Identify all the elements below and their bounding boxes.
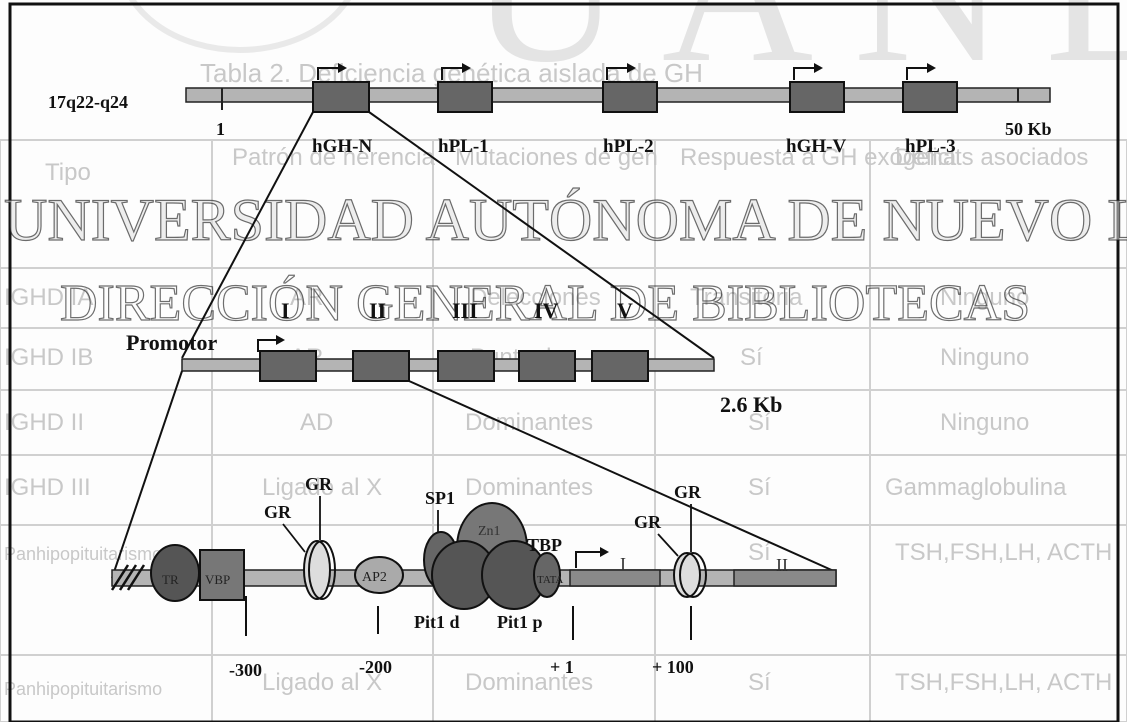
table-cell: Sí — [740, 344, 763, 371]
position-label: -200 — [359, 657, 392, 677]
gene-label-hgh-n: hGH-N — [312, 136, 372, 157]
exon-label: IV — [534, 298, 559, 323]
table-cell: Panhipopituitarismo — [4, 679, 162, 699]
table-cell: Sí — [748, 474, 771, 501]
factor-label-pit1-p: Pit1 p — [497, 612, 543, 632]
gene-box-hpl-1 — [438, 82, 492, 112]
factor-label-tbp: TBP — [527, 535, 562, 555]
promoter-region: TR VBP GR GR SP1 GR GR TBP AP2 Pit1 d Pi… — [112, 474, 836, 680]
factor-label-gr: GR — [264, 502, 292, 522]
gene-label-hpl-1: hPL-1 — [438, 136, 489, 157]
exon-box — [260, 351, 316, 381]
exon-box — [592, 351, 648, 381]
exon-label: V — [617, 298, 633, 323]
cluster-locus: 17q22-q24 — [48, 92, 128, 112]
factor-label-gr: GR — [674, 482, 702, 502]
factor-label-vbp: VBP — [205, 572, 230, 587]
position-label: + 1 — [550, 657, 574, 677]
exon-box — [438, 351, 494, 381]
factor-label-pit1-d: Pit1 d — [414, 612, 460, 632]
gene-size: 2.6 Kb — [720, 392, 782, 417]
promoter-label: Promotor — [126, 330, 217, 355]
tss-arrow-icon — [576, 552, 600, 568]
table-cell: IGHD IB — [4, 344, 93, 371]
table-header: Tipo — [45, 159, 91, 186]
factor-label-tr: TR — [162, 572, 179, 587]
gene-box-hgh-v — [790, 82, 844, 112]
table-cell: Dominantes — [465, 409, 593, 436]
table-cell: Dominantes — [465, 669, 593, 696]
table-cell: Dominantes — [465, 474, 593, 501]
factor-label-zn1: Zn1 — [478, 524, 501, 539]
gene-label-hgh-v: hGH-V — [786, 136, 846, 157]
table-cell: AD — [300, 409, 333, 436]
gene-box-hgh-n — [313, 82, 369, 112]
arrowhead-icon — [276, 335, 285, 345]
table-cell: Ninguno — [940, 409, 1029, 436]
table-cell: Sí — [748, 539, 771, 566]
exon-label: III — [452, 298, 478, 323]
exon-label: II — [369, 298, 386, 323]
gr-receptor-icon — [674, 553, 700, 597]
position-label: + 100 — [652, 657, 694, 677]
table-cell: TSH,FSH,LH, ACTH — [895, 539, 1112, 566]
table-cell: IGHD II — [4, 409, 84, 436]
position-label: -300 — [229, 660, 262, 680]
gene-box-hpl-2 — [603, 82, 657, 112]
factor-label-gr: GR — [305, 474, 333, 494]
table-cell: Ninguno — [940, 344, 1029, 371]
table-cell: Sí — [748, 669, 771, 696]
exon-box — [519, 351, 575, 381]
gene-label-hpl-2: hPL-2 — [603, 136, 654, 157]
gene-label-hpl-3: hPL-3 — [905, 136, 956, 157]
table-cell: Panhipopituitarismo — [4, 544, 162, 564]
background-table: Tabla 2. Deficiencia genética aislada de… — [0, 58, 1127, 722]
cluster-end: 50 Kb — [1005, 119, 1052, 139]
table-cell: Gammaglobulina — [885, 474, 1067, 501]
exon-segment-label-i: I — [620, 554, 626, 574]
gr-receptor-icon — [304, 541, 330, 599]
cluster-start: 1 — [216, 119, 225, 139]
gene-box-hpl-3 — [903, 82, 957, 112]
watermark-line1-outline: UNIVERSIDAD AUTÓNOMA DE NUEVO LEÓN — [4, 187, 1127, 253]
factor-label-gr: GR — [634, 512, 662, 532]
table-cell: TSH,FSH,LH, ACTH — [895, 669, 1112, 696]
factor-label-sp1: SP1 — [425, 488, 455, 508]
factor-label-tata: TATA — [537, 574, 563, 586]
exon-i-segment — [570, 570, 660, 586]
exon-box — [353, 351, 409, 381]
table-cell: IGHD III — [4, 474, 91, 501]
exon-label: I — [281, 298, 290, 323]
exon-segment-label-ii: II — [776, 555, 788, 575]
arrowhead-icon — [600, 547, 609, 557]
factor-label-ap2: AP2 — [362, 570, 387, 585]
